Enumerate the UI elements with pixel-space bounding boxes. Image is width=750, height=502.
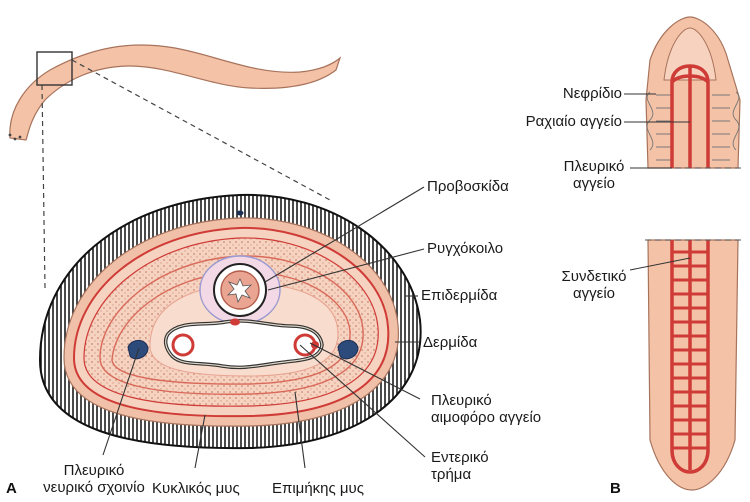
zoom-line-right (71, 59, 331, 201)
label-dermis: Δερμίδα (423, 334, 478, 351)
panel-label-a: A (6, 480, 17, 497)
label-dorsal-vessel: Ραχιαίο αγγείο (525, 113, 622, 130)
label-gut: Εντερικό τρήμα (431, 449, 489, 483)
zoom-box (36, 51, 73, 86)
whole-worm (8, 44, 342, 141)
label-longitudinal-muscle: Επιμήκης μυς (272, 480, 364, 497)
dorsal-view (645, 16, 741, 491)
panel-label-b: B (610, 480, 621, 497)
leader-lines-b (624, 93, 691, 271)
label-lateral-vessel: Πλευρικό αιμοφόρο αγγείο (431, 392, 542, 426)
zoom-line-left (41, 84, 46, 289)
label-nephridium: Νεφρίδιο (562, 85, 622, 102)
label-lateral-vessel-b: Πλευρικό αγγείο (563, 158, 625, 192)
label-connective-vessel: Συνδετικό αγγείο (561, 268, 627, 302)
cross-section (38, 193, 422, 450)
label-epidermis: Επιδερμίδα (421, 287, 498, 304)
label-lateral-nerve: Πλευρικό νευρικό σχοινίο (43, 462, 145, 496)
leader-lines-a (102, 186, 426, 469)
label-rhynchocoel: Ρυγχόκοιλο (427, 240, 504, 257)
label-circular-muscle: Κυκλικός μυς (152, 480, 240, 497)
label-proboscis: Προβοσκίδα (427, 178, 509, 195)
